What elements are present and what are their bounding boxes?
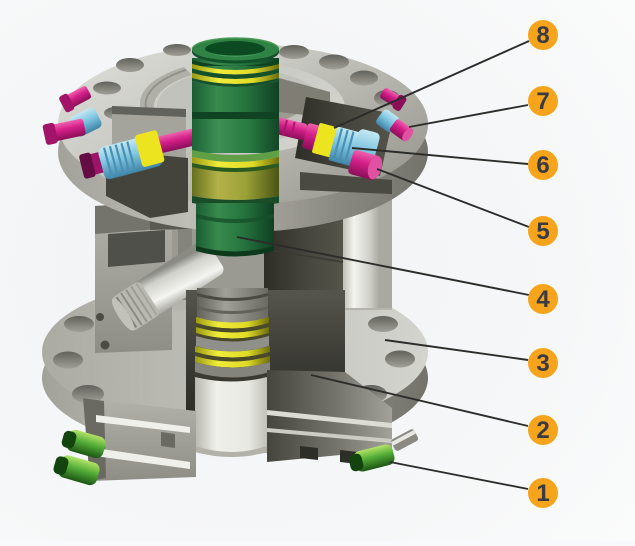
svg-text:7: 7 — [536, 88, 549, 115]
svg-text:3: 3 — [536, 350, 549, 377]
svg-text:1: 1 — [536, 480, 549, 507]
svg-text:2: 2 — [536, 417, 549, 444]
svg-text:4: 4 — [536, 286, 550, 313]
svg-text:8: 8 — [536, 22, 549, 49]
svg-text:6: 6 — [536, 152, 549, 179]
svg-text:5: 5 — [536, 218, 549, 245]
